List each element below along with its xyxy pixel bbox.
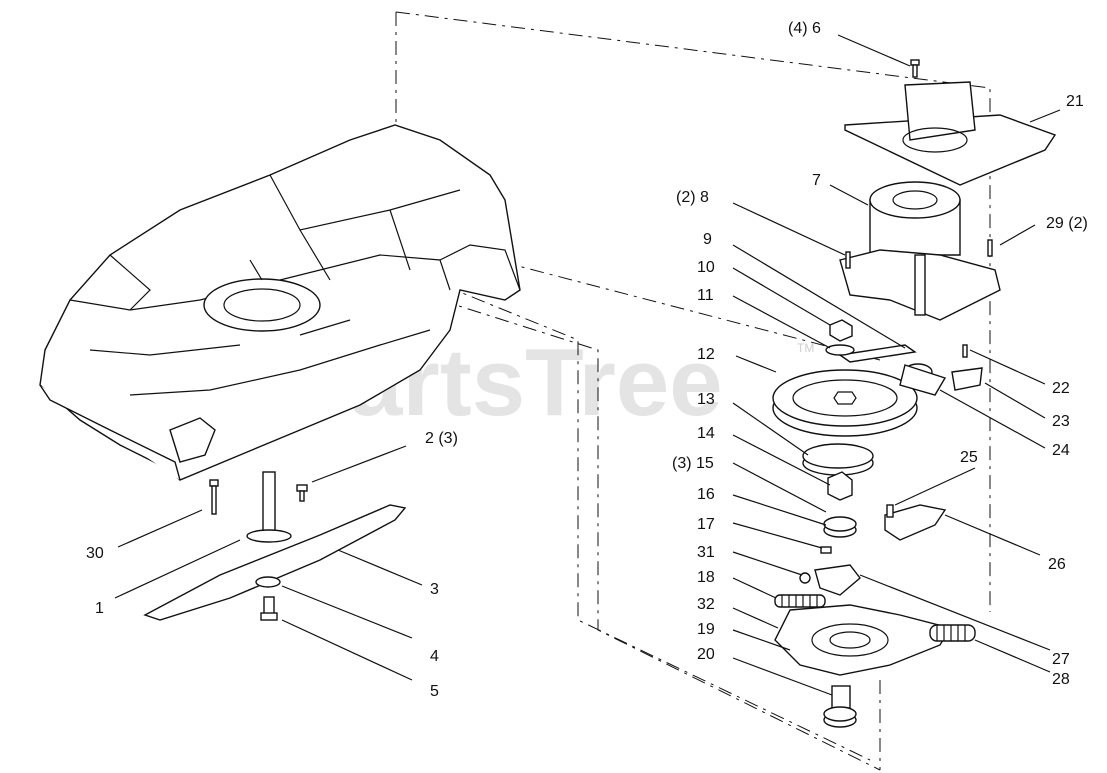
blade-3 [143,504,407,621]
screw-6 [910,59,920,78]
label-4: 4 [430,648,439,665]
label-19: 19 [697,621,715,638]
watermark-trademark: TM [797,341,814,355]
pulley-12 [772,369,918,437]
label-3: 3 [430,581,439,598]
bushing-20 [823,685,857,728]
cover-plate-21 [844,81,1057,186]
label-25: 25 [960,449,978,466]
washer-4 [255,576,281,588]
label-13: 13 [697,391,715,408]
bracket-26 [884,504,947,541]
label-31: 31 [697,544,715,561]
label-15: (3) 15 [672,455,714,472]
idler-pulley-24 [899,363,947,396]
spring-18 [774,594,826,608]
blade-adapter-shaft [246,471,292,543]
belt-9 [838,344,917,363]
label-22: 22 [1052,380,1070,397]
spring-28 [929,624,976,642]
screw-17 [820,546,832,554]
label-10: 10 [697,259,715,276]
motor-7 [839,181,1001,321]
plate-19 [774,604,952,676]
label-11: 11 [697,287,714,304]
mower-deck-housing [39,124,521,481]
washer-11 [825,344,855,356]
label-30: 30 [86,545,104,562]
bolt-29 [987,239,993,257]
label-1: 1 [95,600,104,617]
label-24: 24 [1052,442,1070,459]
label-32: 32 [697,596,715,613]
arm-27 [814,564,861,596]
hub-13 [802,443,874,476]
bearing-16 [823,516,857,538]
label-18: 18 [697,569,715,586]
label-26: 26 [1048,556,1066,573]
leader-lines [114,34,1061,696]
screw-25 [886,504,894,518]
label-2: 2 (3) [425,430,458,447]
blade-bolt-5 [260,596,278,621]
screw-22 [962,344,968,358]
nut-14 [827,471,853,501]
nut-31 [799,572,811,584]
label-9: 9 [703,231,712,248]
label-21: 21 [1066,93,1084,110]
label-23: 23 [1052,413,1070,430]
label-28: 28 [1052,671,1070,688]
bolt-8 [845,251,851,269]
label-16: 16 [697,486,715,503]
label-29: 29 (2) [1046,215,1088,232]
label-14: 14 [697,425,715,442]
label-5: 5 [430,683,439,700]
nut-10 [829,319,853,342]
label-20: 20 [697,646,715,663]
bracket-23 [951,367,983,391]
label-6: (4) 6 [788,20,821,37]
label-12: 12 [697,346,715,363]
part-labels: 30 1 2 (3) 3 4 5 (4) 6 21 7 (2) 8 29 (2)… [86,20,1088,700]
screw-2 [296,484,308,502]
label-8: (2) 8 [676,189,709,206]
label-27: 27 [1052,651,1070,668]
label-17: 17 [697,516,715,533]
bolt-30 [209,479,219,515]
label-7: 7 [812,172,821,189]
